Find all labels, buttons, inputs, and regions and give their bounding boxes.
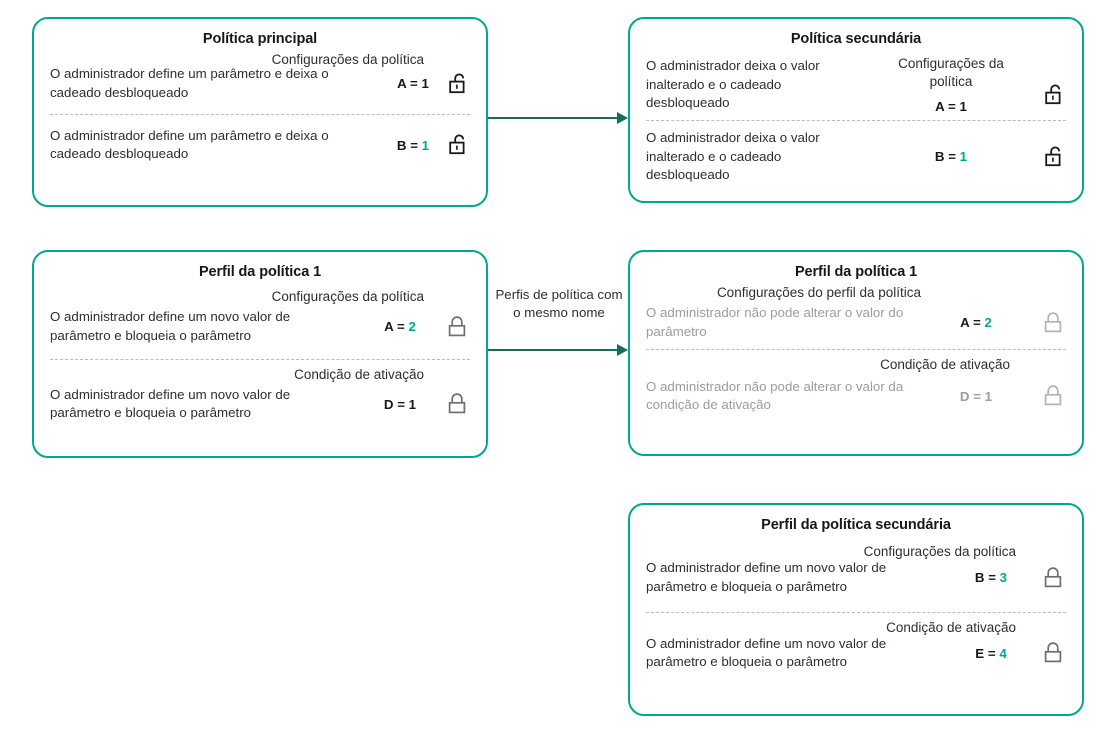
connector-main-to-secondary-arrowhead [617,112,628,124]
card-section: O administrador deixa o valor inalterado… [630,121,1082,184]
locked-padlock-icon [1040,382,1066,410]
row-number: 1 [421,137,430,153]
card-section: Condição de ativação O administrador def… [34,360,486,423]
unlocked-padlock-icon [444,131,470,159]
row-param: B = [974,570,996,586]
section-heading: Condição de ativação [886,619,1016,635]
row-number: 4 [999,645,1007,661]
row-param: B = [396,137,418,153]
section-heading: Configurações da política [271,289,424,304]
row-description: O administrador define um novo valor de … [50,309,291,343]
row-description: O administrador deixa o valor inalterado… [646,58,820,110]
policy-row: O administrador define um novo valor de … [50,308,470,345]
card-section: Configurações da política O administrado… [34,282,486,345]
section-heading: Configurações da política [863,544,1016,559]
section-heading: Configurações da política [898,56,1004,90]
row-divider [50,358,470,360]
row-number: 1 [959,99,967,115]
row-value: A = 1 [382,76,444,91]
section-heading: Configurações da política [271,52,424,67]
row-value: A = 2 [928,315,1024,330]
card-title: Perfil da política 1 [198,264,322,280]
row-value: B = 1 [876,149,1026,164]
row-param: D = [959,388,981,404]
row-param: E = [975,645,996,661]
row-divider [50,113,470,115]
section-heading: Condição de ativação [294,366,424,382]
policy-row: O administrador define um novo valor de … [646,559,1066,596]
locked-padlock-icon [444,313,470,341]
locked-padlock-icon [1040,564,1066,592]
row-description: O administrador não pode alterar o valor… [646,379,904,413]
row-value: B = 3 [953,570,1029,585]
policy-row: O administrador define um novo valor de … [50,386,470,423]
row-number: 2 [984,315,992,331]
card-title: Política secundária [790,31,922,47]
connector-profile-line [488,349,618,351]
card-section: O administrador deixa o valor inalterado… [630,49,1082,114]
row-param: A = [384,319,405,335]
locked-padlock-icon [1040,309,1066,337]
row-param: D = [383,396,405,412]
row-description: O administrador não pode alterar o valor… [646,305,904,339]
section-heading: Configurações do perfil da política [716,285,922,300]
row-description: O administrador deixa o valor inalterado… [646,130,820,183]
row-description: O administrador define um parâmetro e de… [50,127,329,162]
connector-profile-label: Perfis de política com o mesmo nome [495,287,623,320]
locked-padlock-icon [1040,639,1066,667]
unlocked-padlock-icon [444,70,470,98]
policy-row: O administrador não pode alterar o valor… [646,304,1066,341]
row-value: D = 1 [928,389,1024,404]
card-title: Perfil da política secundária [761,517,951,533]
row-number: 1 [408,396,417,412]
card-section: Condição de ativação O administrador não… [630,350,1082,415]
row-divider [646,611,1066,613]
row-divider [646,120,1066,122]
row-value: A = 1 [876,99,1026,114]
row-value: A = 2 [366,319,434,334]
row-description: O administrador define um novo valor de … [646,560,887,594]
row-number: 3 [999,570,1008,586]
row-param: A = [935,99,956,115]
connector-main-to-secondary-line [488,117,618,119]
row-param: A = [397,76,418,92]
row-param: A = [960,315,981,331]
unlocked-padlock-icon [1040,143,1066,171]
row-description: O administrador define um novo valor de … [646,636,887,670]
row-number: 1 [984,388,993,404]
card-main-policy: Política principal Configurações da polí… [32,17,488,207]
policy-row: O administrador não pode alterar o valor… [646,378,1066,415]
row-param: B = [934,149,956,165]
policy-row: O administrador deixa o valor inalterado… [646,55,1066,114]
card-section: Configurações da política O administrado… [630,535,1082,596]
card-title: Perfil da política 1 [794,264,918,280]
row-description: O administrador define um parâmetro e de… [50,66,329,100]
row-number: 1 [421,76,429,92]
row-value: B = 1 [382,138,444,153]
row-value: E = 4 [953,646,1029,661]
card-policy-profile-1-right: Perfil da política 1 Configurações do pe… [628,250,1084,456]
policy-row: O administrador define um parâmetro e de… [50,127,470,164]
card-secondary-policy-profile: Perfil da política secundária Configuraç… [628,503,1084,716]
section-heading: Condição de ativação [880,356,1010,372]
card-policy-profile-1-left: Perfil da política 1 Configurações da po… [32,250,488,458]
card-section: Configurações do perfil da política O ad… [630,282,1082,341]
card-section: Configurações da política O administrado… [34,49,486,102]
row-divider [646,348,1066,350]
card-section: Condição de ativação O administrador def… [630,613,1082,672]
policy-row: O administrador define um parâmetro e de… [50,65,470,102]
row-description: O administrador define um novo valor de … [50,387,291,421]
card-section: O administrador define um parâmetro e de… [34,115,486,164]
row-value: D = 1 [366,397,434,412]
card-secondary-policy: Política secundária O administrador deix… [628,17,1084,203]
row-number: 2 [408,319,416,335]
policy-row: O administrador deixa o valor inalterado… [646,129,1066,184]
policy-row: O administrador define um novo valor de … [646,635,1066,672]
card-title: Política principal [202,31,318,47]
locked-padlock-icon [444,390,470,418]
connector-profile-arrowhead [617,344,628,356]
row-number: 1 [959,149,968,165]
unlocked-padlock-icon [1040,81,1066,109]
